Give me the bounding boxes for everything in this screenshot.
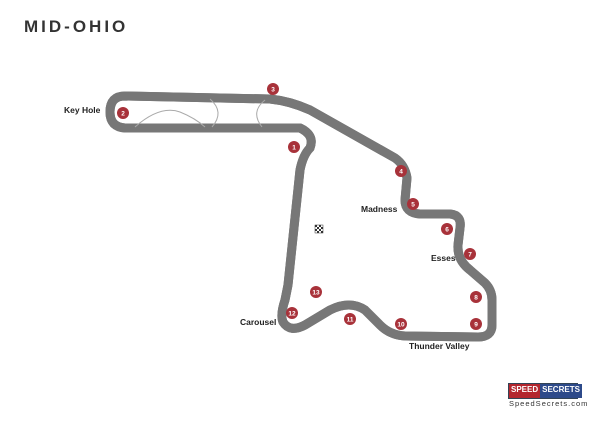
speed-secrets-logo: SPEED SECRETS — [508, 383, 582, 399]
track-title: MID-OHIO — [24, 17, 129, 36]
turn-marker-3: 3 — [267, 83, 279, 95]
turn-number: 9 — [474, 322, 478, 329]
track-outline — [105, 91, 497, 342]
turn-number: 3 — [271, 87, 275, 94]
corner-label-key-hole: Key Hole — [64, 105, 101, 115]
turn-number: 8 — [474, 295, 478, 302]
turn-marker-6: 6 — [441, 223, 453, 235]
corner-label-madness: Madness — [361, 204, 398, 214]
logo-part1: SPEED — [509, 384, 541, 398]
logo-url: SpeedSecrets.com — [509, 399, 589, 408]
corner-label-carousel: Carousel — [240, 317, 277, 327]
turn-number: 1 — [292, 145, 296, 152]
turn-marker-12: 12 — [286, 307, 298, 319]
turn-marker-1: 1 — [288, 141, 300, 153]
turn-number: 6 — [445, 227, 449, 234]
corner-label-thunder-valley: Thunder Valley — [409, 341, 470, 351]
turn-number: 10 — [397, 322, 405, 329]
turn-number: 7 — [468, 252, 472, 259]
turn-marker-4: 4 — [395, 165, 407, 177]
turn-marker-11: 11 — [344, 313, 356, 325]
turn-number: 4 — [399, 169, 403, 176]
turn-number: 12 — [288, 311, 296, 318]
turn-marker-5: 5 — [407, 198, 419, 210]
turn-number: 11 — [347, 317, 354, 324]
turn-marker-2: 2 — [117, 107, 129, 119]
corner-label-esses: Esses — [431, 253, 456, 263]
turn-marker-13: 13 — [310, 286, 322, 298]
turn-number: 5 — [411, 202, 415, 209]
turn-number: 2 — [121, 111, 125, 118]
turn-marker-8: 8 — [470, 291, 482, 303]
turn-marker-7: 7 — [464, 248, 476, 260]
turn-number: 13 — [312, 290, 320, 297]
start-finish-flag-icon — [314, 224, 324, 234]
logo-part2: SECRETS — [540, 384, 582, 398]
turn-marker-9: 9 — [470, 318, 482, 330]
turn-marker-10: 10 — [395, 318, 407, 330]
